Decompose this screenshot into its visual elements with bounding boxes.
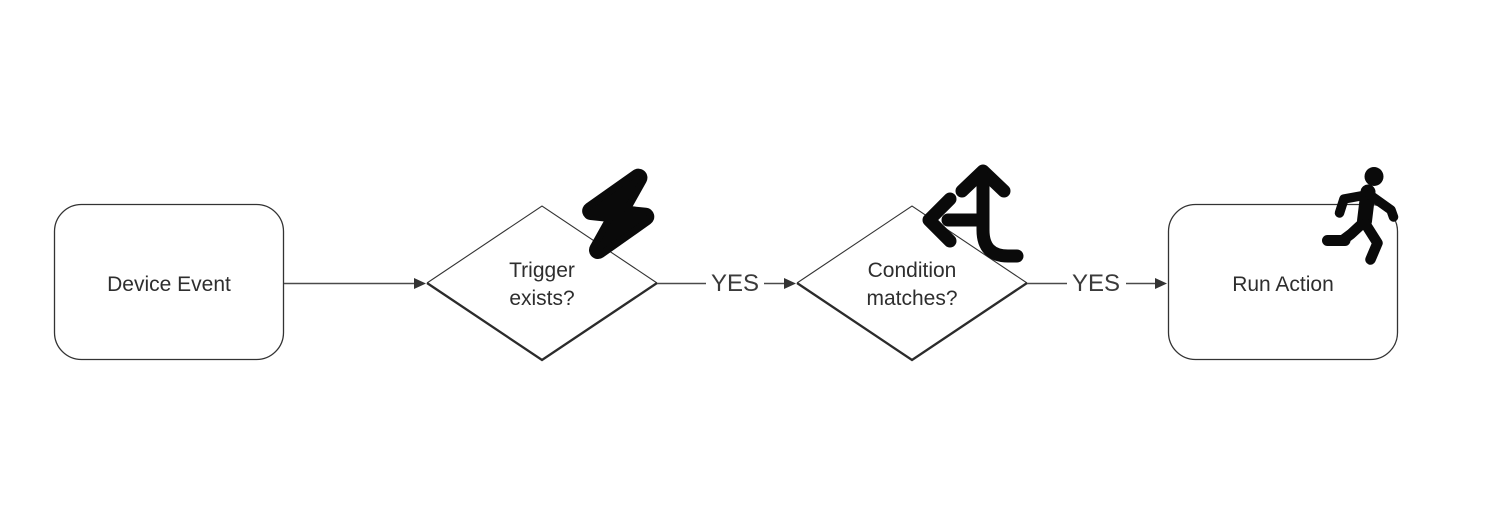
edge-device-to-trigger — [284, 278, 426, 289]
condition-matches-label-line2: matches? — [866, 287, 957, 310]
node-run-action: Run Action — [1167, 167, 1399, 361]
split-arrows-icon — [922, 164, 1024, 263]
node-condition-matches: Condition matches? — [796, 164, 1028, 362]
person-running-icon — [1322, 167, 1399, 265]
edge-trigger-to-condition: YES — [657, 270, 796, 297]
edge-yes-label-1: YES — [711, 270, 759, 297]
condition-matches-label-line1: Condition — [868, 259, 957, 282]
trigger-diamond-bottom-edges — [426, 282, 658, 362]
node-trigger-exists: Trigger exists? — [426, 168, 658, 362]
condition-diamond-bottom-edges — [796, 282, 1028, 362]
arrowhead-icon — [784, 278, 796, 289]
run-action-label: Run Action — [1232, 273, 1334, 296]
trigger-exists-label-line2: exists? — [509, 287, 574, 310]
condition-diamond-fill — [797, 206, 1027, 360]
trigger-diamond-top-edges — [426, 205, 658, 284]
arrowhead-icon — [414, 278, 426, 289]
bolt-icon — [582, 168, 655, 260]
device-event-label: Device Event — [107, 273, 231, 296]
device-event-box — [53, 203, 285, 361]
edge-condition-to-action: YES — [1027, 270, 1167, 297]
edge-yes-label-2: YES — [1072, 270, 1120, 297]
arrowhead-icon — [1155, 278, 1167, 289]
trigger-exists-label-line1: Trigger — [509, 259, 575, 282]
node-device-event: Device Event — [53, 203, 285, 361]
